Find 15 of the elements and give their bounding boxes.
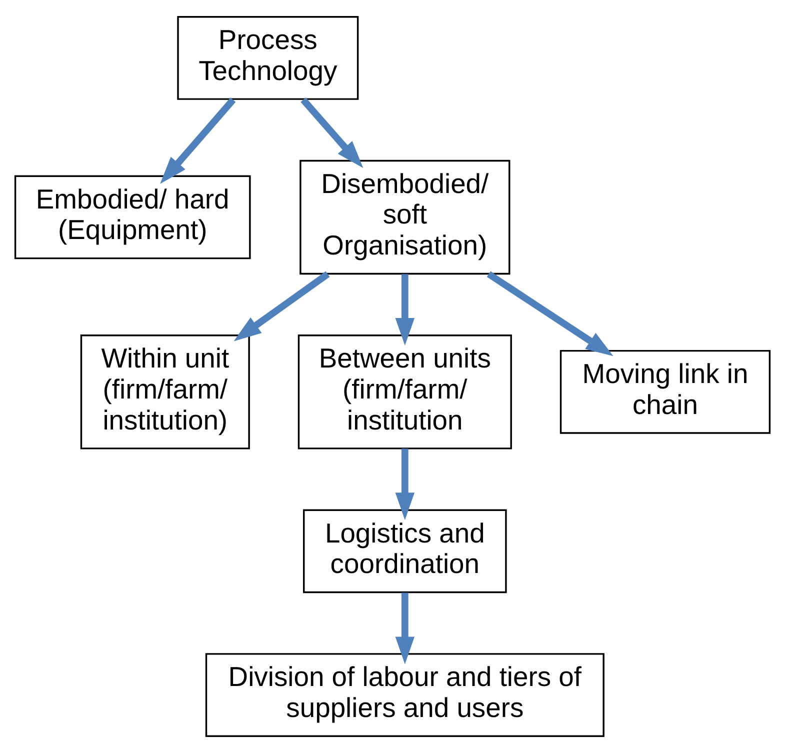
node-box: Division of labour and tiers of suppliers and users	[205, 653, 604, 737]
arrow	[395, 592, 415, 664]
arrow	[395, 274, 415, 346]
arrow	[486, 271, 614, 356]
arrow	[300, 98, 364, 168]
node-box: Embodied/ hard (Equipment)	[14, 175, 251, 260]
arrow	[234, 271, 330, 342]
node-box: Within unit (firm/farm/ institution)	[80, 334, 250, 450]
node-box: Process Technology	[177, 16, 359, 100]
arrow	[395, 448, 415, 520]
node-box: Disembodied/ soft Organisation)	[300, 160, 510, 275]
node-box: Moving link in chain	[560, 350, 771, 434]
node-box: Logistics and coordination	[303, 509, 507, 594]
arrow	[160, 98, 236, 184]
node-box: Between units (firm/farm/ institution	[298, 334, 512, 450]
